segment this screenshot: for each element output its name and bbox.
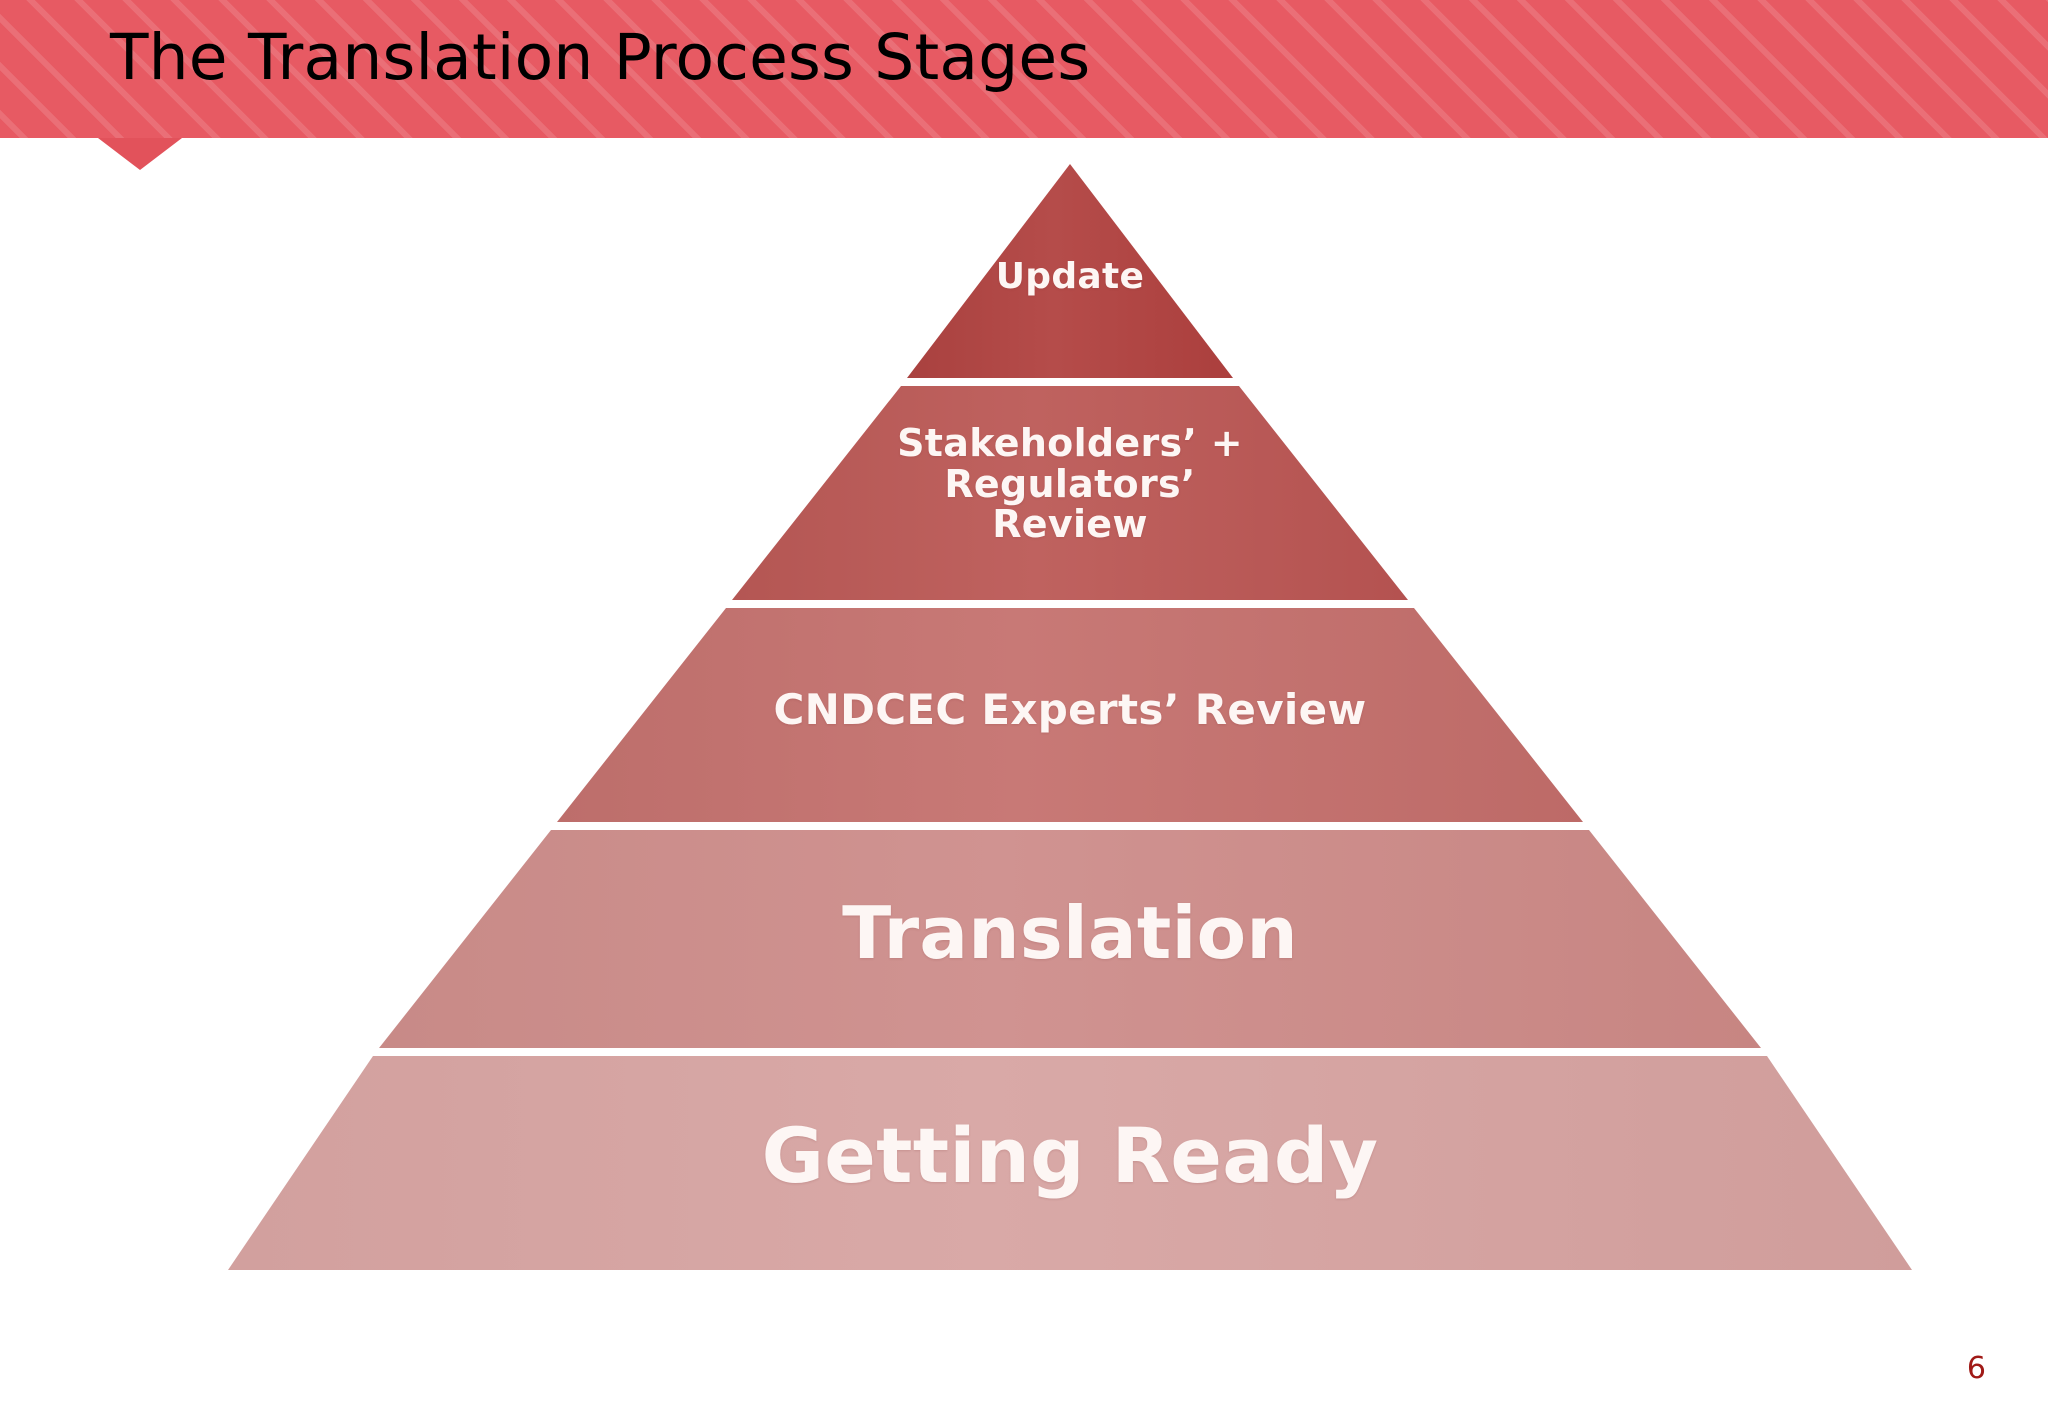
header-band: The Translation Process Stages: [0, 0, 2048, 138]
header-notch-triangle-icon: [98, 138, 182, 170]
pyramid-tier-4-label: Translation: [842, 891, 1298, 975]
pyramid-tier-1-label: Update: [995, 256, 1145, 297]
page-number: 6: [1966, 1351, 1986, 1386]
pyramid-tier-2-label: Stakeholders’ + Regulators’ Review: [897, 421, 1243, 547]
pyramid-tier-5-label: Getting Ready: [761, 1111, 1379, 1200]
page-title: The Translation Process Stages: [110, 21, 1091, 94]
pyramid-tier-3-label: CNDCEC Experts’ Review: [773, 685, 1367, 734]
